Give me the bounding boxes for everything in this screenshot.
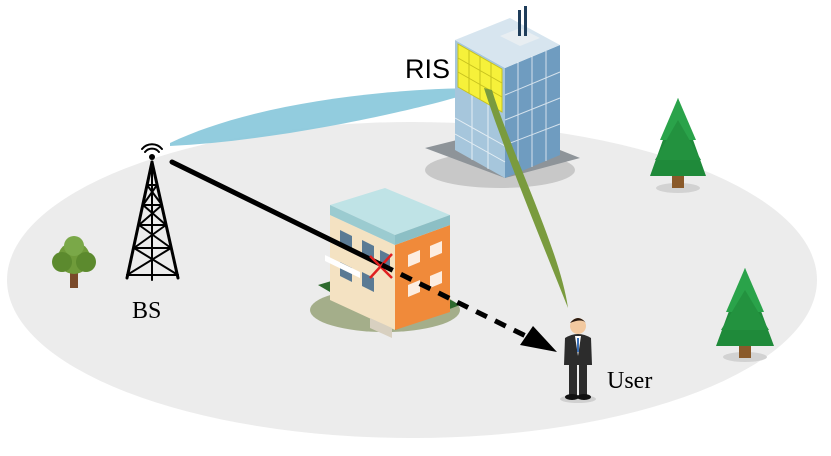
ris-building-icon [425,6,580,188]
direct-link-solid [169,159,385,268]
ris-label: RIS [405,54,450,84]
ris-to-user-beam [484,88,568,308]
bs-to-ris-beam [170,88,483,146]
user-label: User [607,368,652,394]
bs-label: BS [132,298,161,324]
antenna-tower-icon [125,143,180,281]
direct-link-dashed [380,262,542,346]
house-icon [310,188,460,338]
tree-icon [52,236,96,288]
businessman-icon [560,318,596,403]
tree-icon [716,268,774,362]
tree-icon [650,98,706,193]
blocked-mark-icon [369,253,393,279]
arrowhead-icon [520,326,557,352]
